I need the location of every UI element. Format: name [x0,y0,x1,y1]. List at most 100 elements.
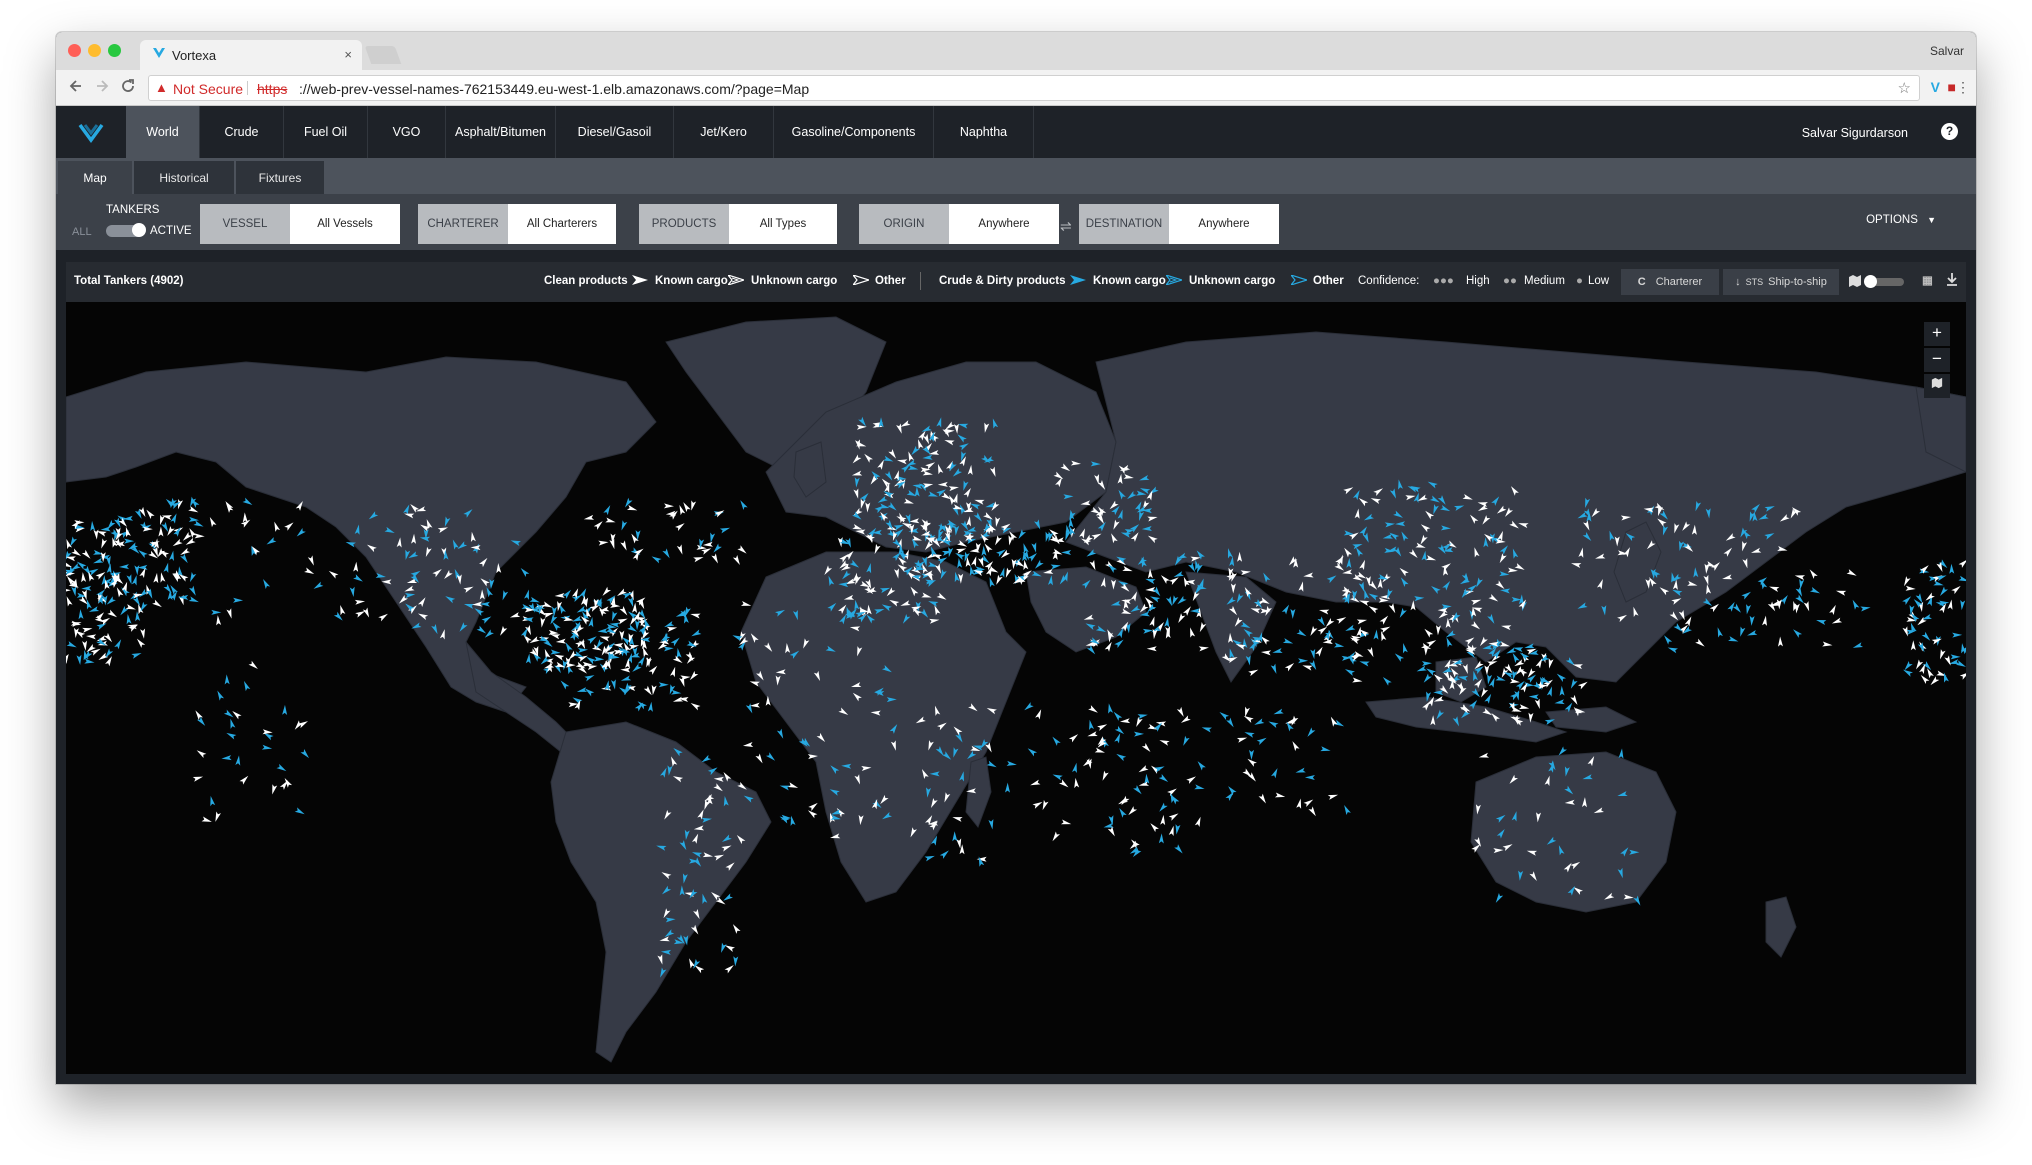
crude-vessel-marker[interactable] [559,679,570,690]
clean-vessel-marker[interactable] [784,643,791,654]
clean-vessel-marker[interactable] [725,860,737,871]
crude-vessel-marker[interactable] [1422,673,1432,684]
clean-vessel-marker[interactable] [1472,547,1480,558]
crude-vessel-marker[interactable] [131,651,142,659]
map-layer-icon[interactable] [1848,274,1862,291]
clean-vessel-marker[interactable] [417,596,428,608]
clean-vessel-marker[interactable] [1334,562,1345,573]
crude-vessel-marker[interactable] [951,468,963,478]
clean-vessel-marker[interactable] [1501,623,1512,631]
crude-vessel-marker[interactable] [1157,802,1168,814]
address-bar[interactable]: ▲ Not Secure https ://web-prev-vessel-na… [148,75,1920,101]
clean-vessel-marker[interactable] [918,429,928,441]
clean-vessel-marker[interactable] [963,487,974,498]
crude-vessel-marker[interactable] [1227,648,1235,659]
crude-vessel-marker[interactable] [294,807,306,816]
clean-vessel-marker[interactable] [1427,695,1436,707]
crude-vessel-marker[interactable] [974,564,985,574]
clean-vessel-marker[interactable] [73,627,79,638]
clean-vessel-marker[interactable] [1474,837,1483,848]
crude-vessel-marker[interactable] [914,565,926,572]
crude-vessel-marker[interactable] [1440,504,1451,514]
crude-vessel-marker[interactable] [76,592,88,599]
clean-vessel-marker[interactable] [298,719,309,729]
clean-vessel-marker[interactable] [1470,621,1482,631]
clean-vessel-marker[interactable] [687,957,696,969]
clean-vessel-marker[interactable] [1048,527,1059,538]
crude-vessel-marker[interactable] [525,653,532,664]
clean-vessel-marker[interactable] [366,543,377,553]
crude-vessel-marker[interactable] [66,550,72,562]
clean-vessel-marker[interactable] [1342,569,1353,575]
crude-vessel-marker[interactable] [660,885,672,896]
clean-vessel-marker[interactable] [1643,506,1654,513]
clean-vessel-marker[interactable] [1473,660,1484,671]
clean-vessel-marker[interactable] [971,555,979,567]
clean-vessel-marker[interactable] [1096,514,1106,525]
clean-vessel-marker[interactable] [1470,606,1477,617]
crude-vessel-marker[interactable] [127,542,138,551]
crude-vessel-marker[interactable] [722,893,733,903]
clean-vessel-marker[interactable] [905,569,916,580]
crude-vessel-marker[interactable] [189,585,198,597]
crude-vessel-marker[interactable] [1728,636,1739,644]
crude-vessel-marker[interactable] [419,535,431,542]
clean-vessel-marker[interactable] [114,538,123,549]
clean-vessel-marker[interactable] [354,599,366,605]
clean-vessel-marker[interactable] [378,612,389,622]
crude-vessel-marker[interactable] [1393,546,1404,558]
clean-vessel-marker[interactable] [628,643,640,650]
crude-vessel-marker[interactable] [1218,710,1230,720]
clean-vessel-marker[interactable] [81,589,89,601]
clean-vessel-marker[interactable] [85,644,96,654]
clean-vessel-marker[interactable] [872,543,881,555]
crude-vessel-marker[interactable] [1226,717,1236,729]
crude-vessel-marker[interactable] [924,853,936,862]
clean-vessel-marker[interactable] [663,503,674,509]
crude-vessel-marker[interactable] [1193,584,1203,596]
crude-vessel-marker[interactable] [632,647,638,658]
crude-vessel-marker[interactable] [1852,642,1864,650]
crude-vessel-marker[interactable] [1434,709,1445,721]
clean-vessel-marker[interactable] [1359,559,1367,571]
clean-vessel-marker[interactable] [1831,617,1843,626]
crude-vessel-marker[interactable] [161,521,170,533]
crude-vessel-marker[interactable] [853,599,860,611]
crude-vessel-marker[interactable] [1267,719,1279,729]
crude-vessel-marker[interactable] [1413,492,1422,503]
clean-vessel-marker[interactable] [403,585,415,594]
crude-vessel-marker[interactable] [969,501,981,510]
clean-vessel-marker[interactable] [1165,626,1172,637]
crude-vessel-marker[interactable] [874,503,886,514]
clean-vessel-marker[interactable] [128,622,139,632]
clean-vessel-marker[interactable] [1426,638,1437,648]
crude-vessel-marker[interactable] [583,605,594,616]
clean-vessel-marker[interactable] [1447,674,1458,685]
crude-vessel-marker[interactable] [1539,676,1551,686]
crude-vessel-marker[interactable] [1134,500,1144,512]
clean-vessel-marker[interactable] [957,540,968,549]
clean-vessel-marker[interactable] [554,592,565,599]
crude-vessel-marker[interactable] [1310,648,1317,660]
clean-vessel-marker[interactable] [1750,547,1762,556]
crude-vessel-marker[interactable] [1486,674,1493,685]
clean-vessel-marker[interactable] [1829,604,1838,615]
clean-vessel-marker[interactable] [1723,546,1733,557]
crude-vessel-marker[interactable] [1136,556,1147,566]
crude-vessel-marker[interactable] [830,809,842,817]
clean-vessel-marker[interactable] [1534,698,1542,710]
clean-vessel-marker[interactable] [407,603,419,614]
clean-vessel-marker[interactable] [672,696,684,705]
clean-vessel-marker[interactable] [250,544,261,556]
crude-vessel-marker[interactable] [914,486,920,497]
crude-vessel-marker[interactable] [1050,735,1061,746]
clean-vessel-marker[interactable] [587,663,598,670]
crude-vessel-marker[interactable] [906,490,918,499]
crude-vessel-marker[interactable] [660,767,669,778]
clean-vessel-marker[interactable] [327,569,339,579]
download-icon[interactable] [1946,272,1958,289]
crude-vessel-marker[interactable] [81,585,92,591]
clean-vessel-marker[interactable] [702,541,713,548]
clean-vessel-marker[interactable] [1762,615,1768,626]
crude-vessel-marker[interactable] [1133,785,1143,796]
